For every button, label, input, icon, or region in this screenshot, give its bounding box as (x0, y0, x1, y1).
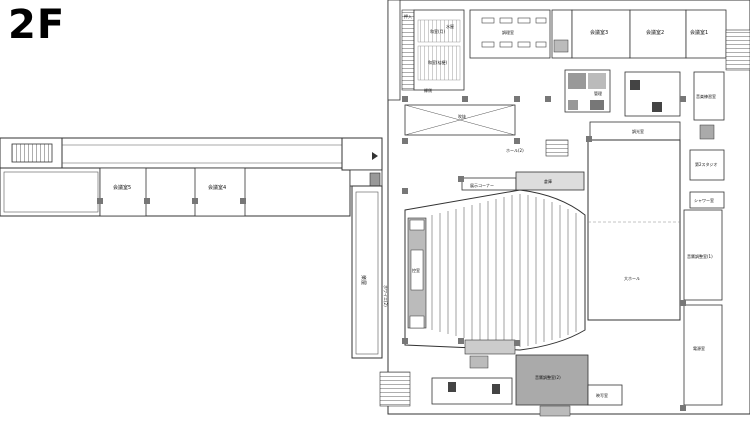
room-koushitsu[interactable]: 控室 (412, 267, 420, 273)
room-foyer2[interactable]: ホワイエ(2) (383, 285, 388, 307)
room-kisen[interactable]: 楽屋 (360, 275, 367, 285)
room-kaigishitsu4[interactable]: 会議室4 (208, 184, 226, 191)
room-oshiire[interactable]: 押入 (404, 13, 412, 19)
room-kaigishitsu3[interactable]: 会議室3 (590, 29, 608, 36)
room-kanri[interactable]: 管理 (594, 90, 602, 96)
room-engawa[interactable]: 縁側 (424, 87, 432, 93)
room-washitsu-tsuki[interactable]: 和室(月) (430, 28, 446, 34)
room-washitsu-kiku[interactable]: 和室(桔梗) (428, 59, 448, 65)
room-kaigishitsu2[interactable]: 会議室2 (646, 29, 664, 36)
room-studio2[interactable]: 第2スタジオ (695, 161, 718, 167)
room-souko[interactable]: 倉庫 (544, 178, 552, 184)
room-tenji-corner[interactable]: 展示コーナー (470, 182, 494, 188)
floor-label: 2F (8, 2, 66, 48)
room-chousei2[interactable]: 音響調整室(2) (535, 374, 561, 380)
room-utsushi[interactable]: 映写室 (596, 392, 608, 398)
room-shower[interactable]: シャワー室 (694, 197, 714, 203)
room-kaigishitsu1[interactable]: 会議室1 (690, 29, 708, 36)
room-chourishitsu[interactable]: 調理室 (502, 29, 514, 35)
room-dengenshitsu[interactable]: 電源室 (693, 345, 705, 351)
room-daihall[interactable]: 大ホール (624, 275, 640, 281)
room-mizuya[interactable]: 水屋 (446, 23, 454, 29)
room-kibukuro[interactable]: 吹抜 (458, 113, 466, 119)
west-wing: 会議室5 会議室4 (0, 137, 353, 217)
room-ongaku[interactable]: 音楽練習室 (696, 93, 716, 99)
room-chouseishitsu[interactable]: 調光室 (632, 128, 644, 134)
room-kaigishitsu5[interactable]: 会議室5 (113, 184, 131, 191)
main-building: 楽屋 和室(月) 和室(桔梗) 押入 水屋 縁側 調理室 会議室3 会議室2 会… (351, 0, 750, 417)
room-chousei1[interactable]: 音響調整室(1) (687, 253, 713, 259)
room-hall2[interactable]: ホール(2) (506, 148, 524, 153)
